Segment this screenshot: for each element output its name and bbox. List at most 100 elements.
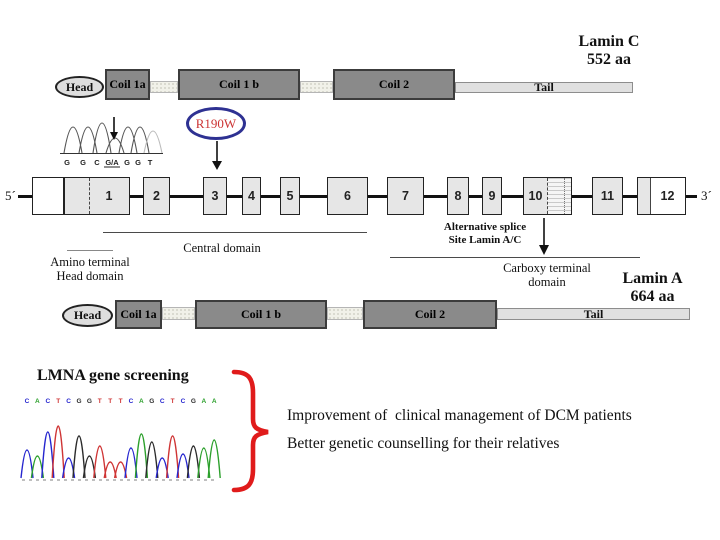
- exon-number: 8: [454, 189, 462, 203]
- exon-utr-strip: [638, 178, 651, 214]
- exon-box-12: 12: [637, 177, 686, 215]
- trace-peak: [93, 445, 107, 479]
- trace-peak: [165, 435, 180, 479]
- base-call: G: [149, 398, 154, 405]
- lamin-c-coil1a-box: Coil 1a: [105, 69, 150, 100]
- exon-number: 9: [488, 189, 496, 203]
- base-call: G/A: [105, 158, 119, 167]
- trace-peak: [78, 126, 98, 154]
- base-call: C: [129, 398, 134, 405]
- outcome-line-2: Better genetic counselling for their rel…: [287, 435, 560, 452]
- base-call: T: [119, 398, 123, 405]
- base-call: C: [160, 398, 165, 405]
- lamin-c-name: Lamin C: [578, 33, 640, 50]
- lamin-a-tail-bar: Tail: [497, 307, 690, 321]
- alt-splice-dotted-line: [564, 178, 565, 214]
- lamin-c-title: Lamin C 552 aa: [550, 33, 668, 69]
- base-call: G: [80, 158, 86, 167]
- base-call: A: [35, 398, 40, 405]
- exon-number: 10: [528, 189, 543, 203]
- exon-number: 11: [600, 189, 615, 203]
- base-call: T: [98, 398, 102, 405]
- base-call: T: [148, 158, 153, 167]
- lamin-a-coil2-box: Coil 2: [363, 300, 497, 329]
- base-call: G: [124, 158, 130, 167]
- mutation-badge: R190W: [186, 107, 246, 140]
- exon-box-3: 3: [203, 177, 227, 215]
- exon-number: 5: [286, 189, 294, 203]
- alt-splice-hatch: [547, 178, 571, 214]
- trace-peak: [143, 130, 163, 154]
- central-domain-line: [103, 232, 367, 234]
- utr-box: [32, 177, 64, 215]
- base-call: C: [25, 398, 30, 405]
- mutation-arrow-icon: [212, 141, 222, 170]
- amino-terminal-label: Amino terminal Head domain: [50, 255, 130, 283]
- alt-splice-label: Alternative splice Site Lamin A/C: [443, 221, 527, 246]
- central-domain-label: Central domain: [183, 241, 261, 255]
- trace-peak: [41, 431, 55, 479]
- lamin-a-linker: [327, 307, 363, 320]
- base-call: A: [201, 398, 206, 405]
- base-call: C: [181, 398, 186, 405]
- exon-number: 3: [211, 189, 219, 203]
- trace-peak: [92, 122, 112, 154]
- carboxy-domain-line: [390, 257, 640, 259]
- trace-peak: [72, 435, 86, 479]
- exon-number: 12: [660, 189, 675, 203]
- outcome-line-1: Improvement of clinical management of DC…: [287, 407, 632, 424]
- exon-number: 1: [105, 189, 113, 203]
- exon-number: 7: [402, 189, 409, 203]
- base-call: A: [212, 398, 217, 405]
- lamin-c-coil2-box: Coil 2: [333, 69, 455, 100]
- base-call: A: [139, 398, 144, 405]
- base-call: C: [66, 398, 71, 405]
- trace-peak: [134, 433, 149, 479]
- base-call: T: [171, 398, 175, 405]
- base-call: G: [76, 398, 81, 405]
- trace-peak: [207, 439, 221, 479]
- exon-box-2: 2: [143, 177, 170, 215]
- splice-arrow-icon: [539, 218, 549, 255]
- lamin-a-coil1a-box: Coil 1a: [115, 300, 162, 329]
- exon-box-5: 5: [280, 177, 300, 215]
- exon-box-8: 8: [447, 177, 469, 215]
- base-call: G: [135, 158, 141, 167]
- lamin-c-tail-bar: Tail: [455, 80, 633, 94]
- five-prime-label: 5´: [5, 188, 16, 203]
- lamin-a-name: Lamin A: [622, 270, 683, 287]
- exon-box-11: 11: [592, 177, 623, 215]
- base-call: C: [45, 398, 50, 405]
- mutation-label: R190W: [195, 115, 237, 131]
- trace-peak: [130, 126, 150, 154]
- trace-peak: [186, 445, 201, 479]
- exon-box-1: 1: [64, 177, 130, 215]
- trace-peak: [145, 441, 159, 479]
- exon-number: 6: [344, 189, 351, 203]
- base-call: T: [56, 398, 60, 405]
- lamin-a-linker: [162, 307, 195, 320]
- trace-peak: [51, 425, 65, 479]
- base-call: G: [87, 398, 92, 405]
- base-call: C: [94, 158, 100, 167]
- base-call: G: [191, 398, 196, 405]
- exon-box-6: 6: [327, 177, 368, 215]
- lamin-a-coil1b-box: Coil 1 b: [195, 300, 327, 329]
- exon-number: 2: [153, 189, 160, 203]
- base-call: G: [64, 158, 70, 167]
- exon-number: 4: [248, 189, 255, 203]
- three-prime-label: 3´: [701, 188, 712, 203]
- lamin-a-length: 664 aa: [630, 288, 675, 305]
- amino-terminal-line: [67, 250, 113, 252]
- exon-box-9: 9: [482, 177, 502, 215]
- variant-arrow-head: [110, 132, 118, 140]
- carboxy-domain-label: Carboxy terminal domain: [503, 261, 591, 289]
- trace-peak: [118, 126, 138, 154]
- exon-internal-dashed-line: [547, 178, 548, 214]
- screening-title: LMNA gene screening: [37, 367, 189, 384]
- lamin-a-head-ellipse: Head: [62, 304, 113, 327]
- exon-internal-dashed-line: [89, 178, 90, 214]
